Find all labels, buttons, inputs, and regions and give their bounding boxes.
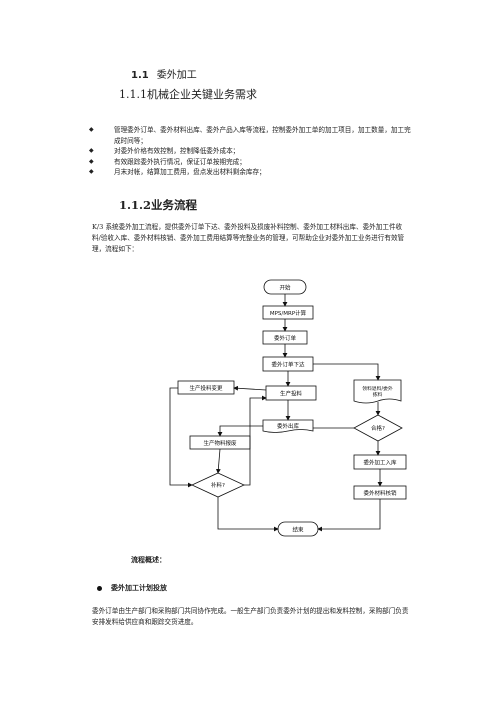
plan-paragraph: 委外订单由生产部门和采购部门共同协作完成。一般生产部门负责委外计划的提出和发料控… [92,607,409,626]
diamond-bullet-icon: ◆ [89,126,94,133]
node-feeding [265,385,317,401]
diamond-bullet-icon: ◆ [89,147,94,154]
node-verify-label: 委外材料核销 [363,489,397,497]
node-feeding-label: 生产投料 [280,390,303,398]
node-outbound-label: 委外出库 [277,422,300,430]
subsection-heading-requirements: 1.1.1机械企业关键业务需求 [119,88,257,101]
node-mps-label: MPS/MRP计算 [270,309,307,317]
diamond-bullet-icon: ◆ [89,157,94,165]
node-return-material-label: 领料退料/委外拣料 [362,385,393,398]
node-outbound [262,419,314,433]
process-flowchart: 开始 MPS/MRP计算 委外订单 委外订单下达 生产投料变更 生产投料 领料退… [169,279,407,537]
node-material-change-label: 生产投料变更 [189,384,223,392]
section-number: 1.1 [131,70,149,81]
plan-heading: 委外加工计划投放 [97,583,167,593]
round-bullet-icon [97,585,102,591]
list-item: ◆ 管理委外订单、委外材料出库、委外产品入库等流程，控制委外加工单的加工项目，加… [89,126,411,145]
section-title: 委外加工 [156,70,197,81]
node-return-material [353,379,402,404]
diamond-bullet-icon: ◆ [89,168,94,175]
node-scrap-label: 生产物料报废 [203,439,237,447]
flow-description-label: 流程概述： [131,556,166,564]
requirements-list: ◆ 管理委外订单、委外材料出库、委外产品入库等流程，控制委外加工单的加工项目，加… [89,125,416,178]
intro-paragraph: K/3 系统委外加工流程，提供委外订单下达、委外投料及损废补料控制、委外加工材料… [92,223,405,253]
list-item: ◆ 月末对帐，结算加工费用，盘点发出材料剩余库存； [89,168,266,176]
node-mps [262,305,314,320]
node-start-label: 开始 [279,284,291,292]
list-item: ◆ 对委外价格有效控制，控制降低委外成本； [89,147,240,155]
node-qualified-label: 合格? [371,424,385,432]
section-heading-1: 1.1 委外加工 [131,66,197,81]
node-processing-in-label: 委外加工入库 [363,459,397,467]
node-end-label: 结束 [292,526,304,534]
node-issue-order-label: 委外订单下达 [271,361,305,369]
list-item: ◆ 有效跟踪委外执行情况，保证订单按期完成； [89,157,246,166]
subsection-heading-process: 1.1.2业务流程 [119,198,198,212]
node-order-label: 委外订单 [274,334,297,342]
node-supplement-label: 补料? [211,481,225,489]
